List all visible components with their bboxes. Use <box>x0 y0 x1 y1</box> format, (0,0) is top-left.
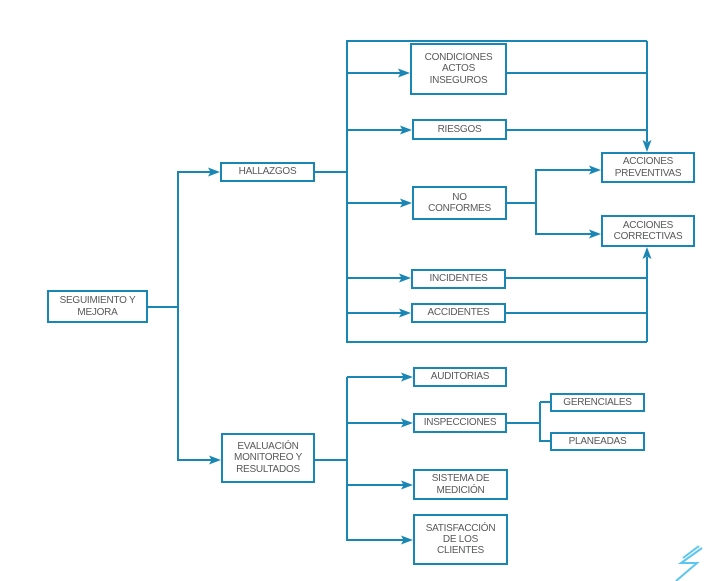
node-acciones-preventivas: ACCIONES PREVENTIVAS <box>601 152 695 183</box>
arrow-condiciones <box>398 68 410 78</box>
node-label: SEGUIMIENTO Y MEJORA <box>59 295 136 318</box>
node-condiciones-actos-inseguros: CONDICIONES ACTOS INSEGUROS <box>410 43 507 95</box>
node-gerenciales: GERENCIALES <box>550 393 645 412</box>
arrow-hallazgos <box>208 167 220 177</box>
node-evaluacion-monitoreo: EVALUACIÓN MONITOREO Y RESULTADOS <box>221 433 315 483</box>
node-label: AUDITORIAS <box>430 371 490 383</box>
arrow-sistema <box>401 480 413 490</box>
arrow-preventivas-top <box>642 140 652 152</box>
node-label: SATISFACCIÓN DE LOS CLIENTES <box>425 522 496 557</box>
arrow-satisfaccion <box>401 535 413 545</box>
node-label: INSPECCIONES <box>423 417 497 429</box>
arrow-noconformes <box>400 198 412 208</box>
arrow-inspecciones <box>401 418 413 428</box>
node-planeadas: PLANEADAS <box>550 432 645 451</box>
node-label: NO CONFORMES <box>428 191 491 214</box>
node-label: ACCIDENTES <box>427 307 490 319</box>
node-label: PLANEADAS <box>568 435 627 447</box>
node-satisfaccion-de-los-clientes: SATISFACCIÓN DE LOS CLIENTES <box>413 514 508 565</box>
arrow-preventivas-left <box>589 165 601 175</box>
node-label: ACCIONES PREVENTIVAS <box>614 156 682 179</box>
node-label: ACCIONES CORRECTIVAS <box>613 219 683 242</box>
node-label: HALLAZGOS <box>238 166 297 178</box>
node-label: RIESGOS <box>437 123 482 135</box>
node-label: INCIDENTES <box>429 273 488 285</box>
arrow-correctivas-bottom <box>642 247 652 259</box>
node-seguimiento-y-mejora: SEGUIMIENTO Y MEJORA <box>47 290 148 323</box>
arrow-incidentes <box>399 273 411 283</box>
node-incidentes: INCIDENTES <box>411 269 506 289</box>
node-label: GERENCIALES <box>563 396 632 408</box>
node-riesgos: RIESGOS <box>412 119 507 140</box>
node-label: SISTEMA DE MEDICIÓN <box>431 473 490 496</box>
arrow-riesgos <box>400 125 412 135</box>
node-sistema-de-medicion: SISTEMA DE MEDICIÓN <box>413 469 508 500</box>
node-inspecciones: INSPECCIONES <box>413 413 507 433</box>
node-acciones-correctivas: ACCIONES CORRECTIVAS <box>601 215 695 247</box>
arrowheads <box>208 68 652 545</box>
arrow-correctivas-left <box>589 229 601 239</box>
arrow-auditorias <box>401 372 413 382</box>
node-no-conformes: NO CONFORMES <box>412 186 507 220</box>
arrow-accidentes <box>399 308 411 318</box>
node-label: CONDICIONES ACTOS INSEGUROS <box>424 52 493 86</box>
node-label: EVALUACIÓN MONITOREO Y RESULTADOS <box>233 441 302 475</box>
watermark-glyph <box>675 545 703 581</box>
node-accidentes: ACCIDENTES <box>411 303 506 323</box>
arrow-evaluacion <box>209 455 221 465</box>
node-hallazgos: HALLAZGOS <box>220 162 315 182</box>
node-auditorias: AUDITORIAS <box>413 367 507 387</box>
